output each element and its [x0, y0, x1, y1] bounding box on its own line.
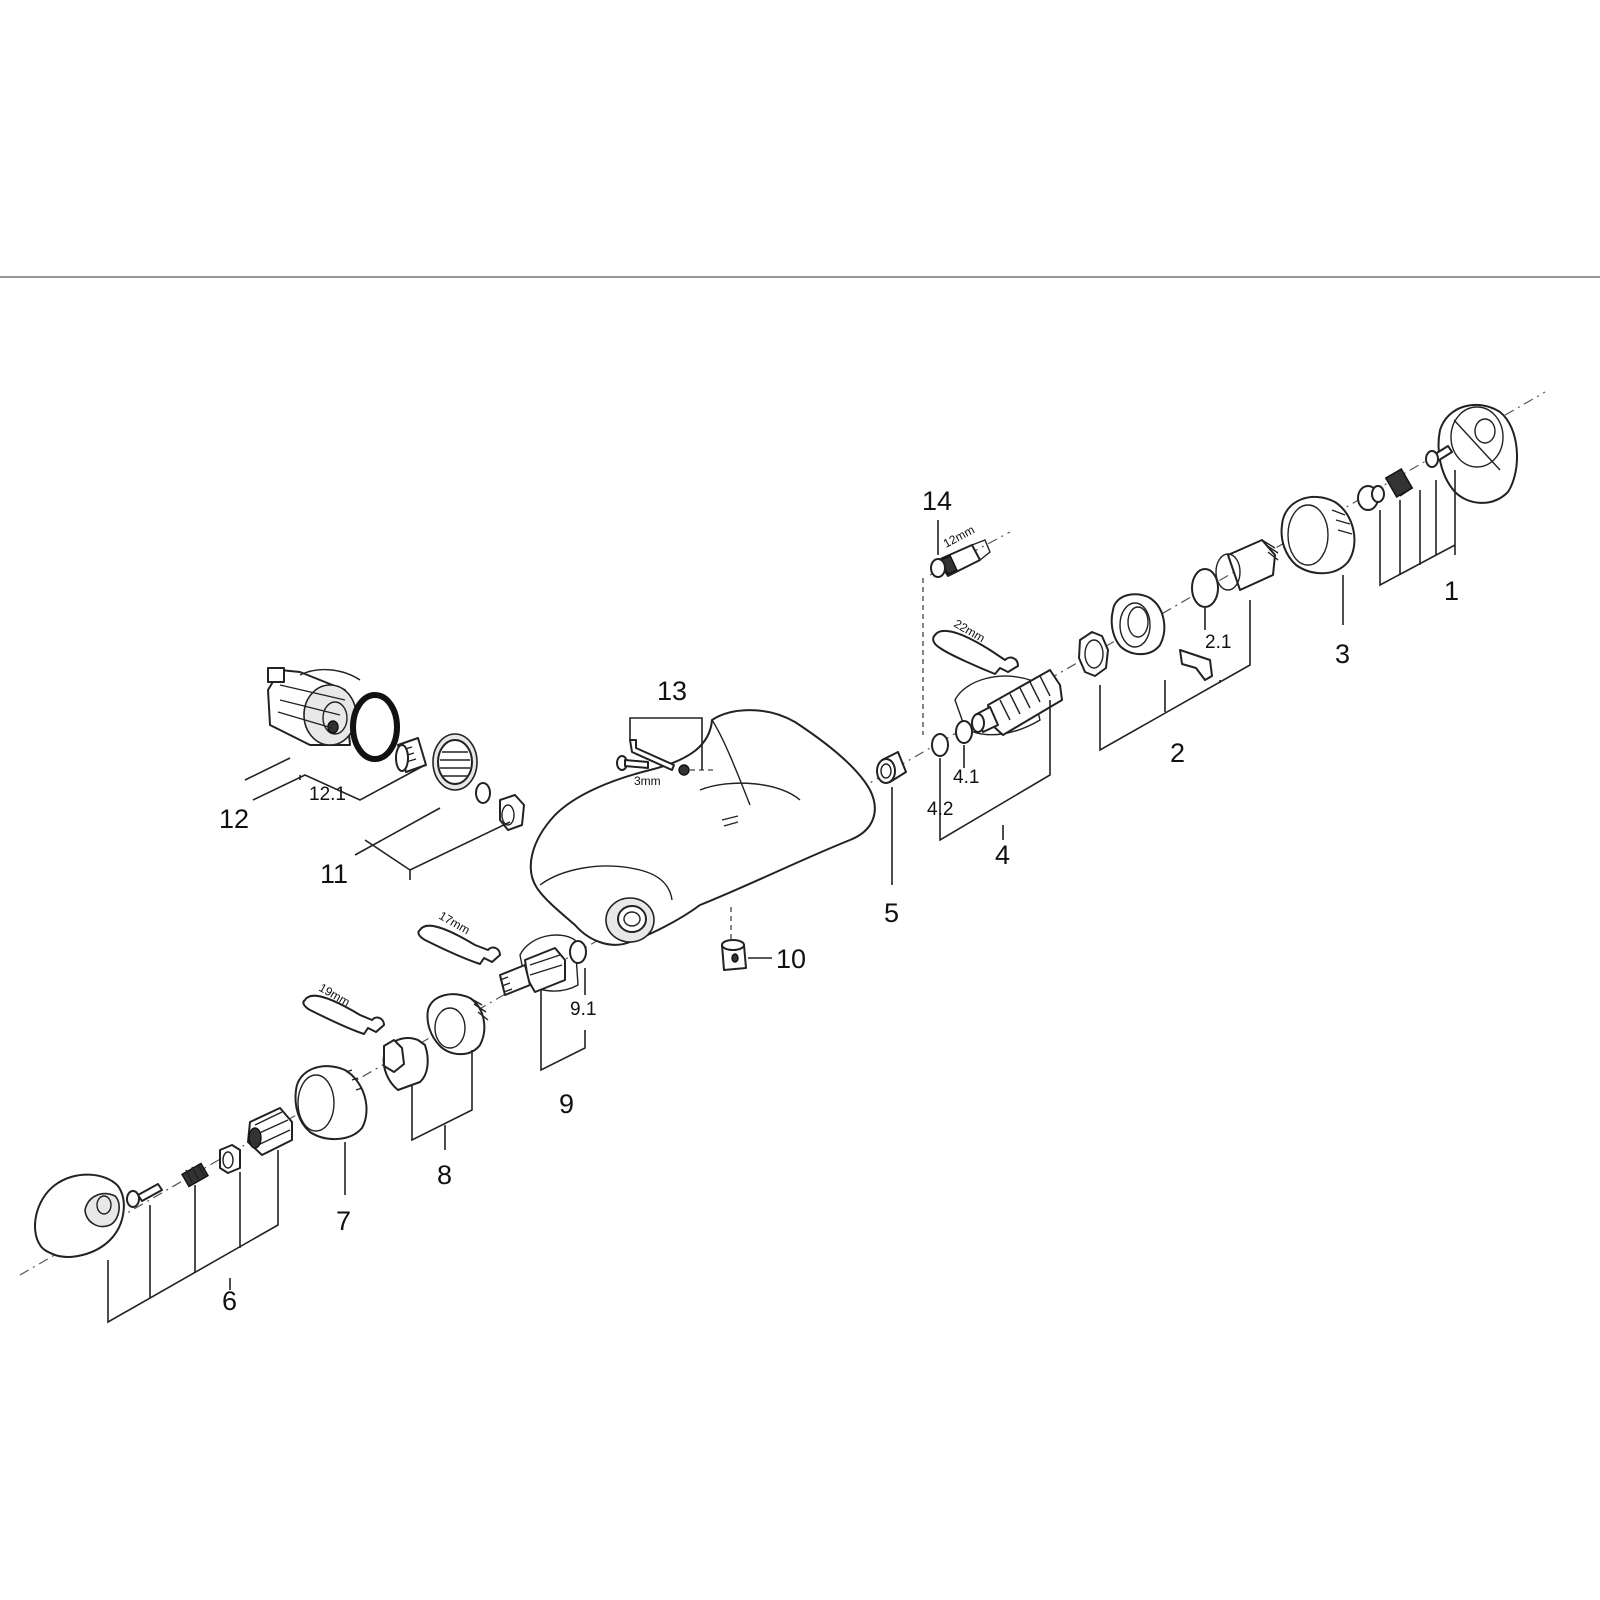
label-12: 12	[219, 804, 249, 834]
leader-8	[411, 1050, 473, 1150]
label-6: 6	[222, 1286, 237, 1316]
label-12-1: 12.1	[309, 784, 346, 805]
threaded-bush-8	[426, 993, 489, 1056]
screw-6	[126, 1183, 163, 1208]
bushing-5	[876, 751, 907, 784]
oring-4-2	[931, 733, 949, 757]
leader-12	[244, 757, 426, 801]
oring-4-1	[955, 720, 973, 744]
check-valve-12	[267, 667, 361, 746]
wrench-19mm	[302, 994, 385, 1035]
leader-13	[629, 717, 703, 770]
handle-ring-7	[294, 1065, 368, 1140]
oring-2-1	[1191, 568, 1219, 608]
leader-2	[1099, 600, 1251, 752]
label-4-1: 4.1	[953, 767, 979, 788]
leader-9	[540, 968, 586, 1072]
label-14: 14	[922, 486, 952, 516]
washer-1	[1357, 485, 1385, 511]
tool-size-3mm: 3mm	[634, 774, 661, 788]
mixer-body	[529, 709, 876, 946]
thermostat-cartridge-4	[954, 669, 1063, 736]
label-2: 2	[1170, 738, 1185, 768]
label-4-2: 4.2	[927, 799, 953, 820]
label-11: 11	[320, 859, 348, 889]
label-9-1: 9.1	[570, 999, 596, 1020]
stop-ring-6	[219, 1144, 241, 1174]
label-7: 7	[336, 1206, 351, 1236]
label-8: 8	[437, 1160, 452, 1190]
label-1: 1	[1444, 576, 1459, 606]
screw-1	[1425, 445, 1453, 468]
plug-10	[721, 939, 747, 971]
wrench-22mm	[932, 629, 1019, 675]
clip-2	[1179, 649, 1213, 681]
leader-11	[354, 807, 511, 880]
temperature-ring	[1280, 496, 1356, 575]
label-13: 13	[657, 676, 687, 706]
wrench-17mm	[417, 924, 501, 965]
locknut-2	[1078, 631, 1109, 677]
label-2-1: 2.1	[1205, 632, 1231, 653]
cap-right	[1437, 403, 1518, 504]
oring-9-1	[569, 940, 587, 964]
hex-nut-8	[382, 1037, 429, 1091]
nut-2	[1110, 593, 1166, 656]
filter-12	[395, 737, 427, 773]
leader-1	[1379, 470, 1456, 587]
nut-11	[499, 794, 525, 831]
screen-11	[432, 733, 478, 791]
adapter-6	[247, 1107, 293, 1156]
label-10: 10	[776, 944, 806, 974]
oring-12-1	[350, 692, 400, 762]
spring-6	[181, 1162, 209, 1188]
leader-6	[107, 1150, 279, 1324]
label-5: 5	[884, 898, 899, 928]
cap-left	[34, 1173, 125, 1258]
label-3: 3	[1335, 639, 1350, 669]
label-4: 4	[995, 840, 1010, 870]
label-9: 9	[559, 1089, 574, 1119]
cartridge-2-adapter	[1215, 539, 1279, 591]
hex-key-13	[616, 739, 715, 776]
oring-11	[475, 782, 491, 804]
leader-4	[939, 700, 1051, 842]
check-valve-14	[930, 539, 991, 578]
spring-1	[1384, 468, 1414, 498]
diverter-cartridge-9	[499, 934, 579, 996]
